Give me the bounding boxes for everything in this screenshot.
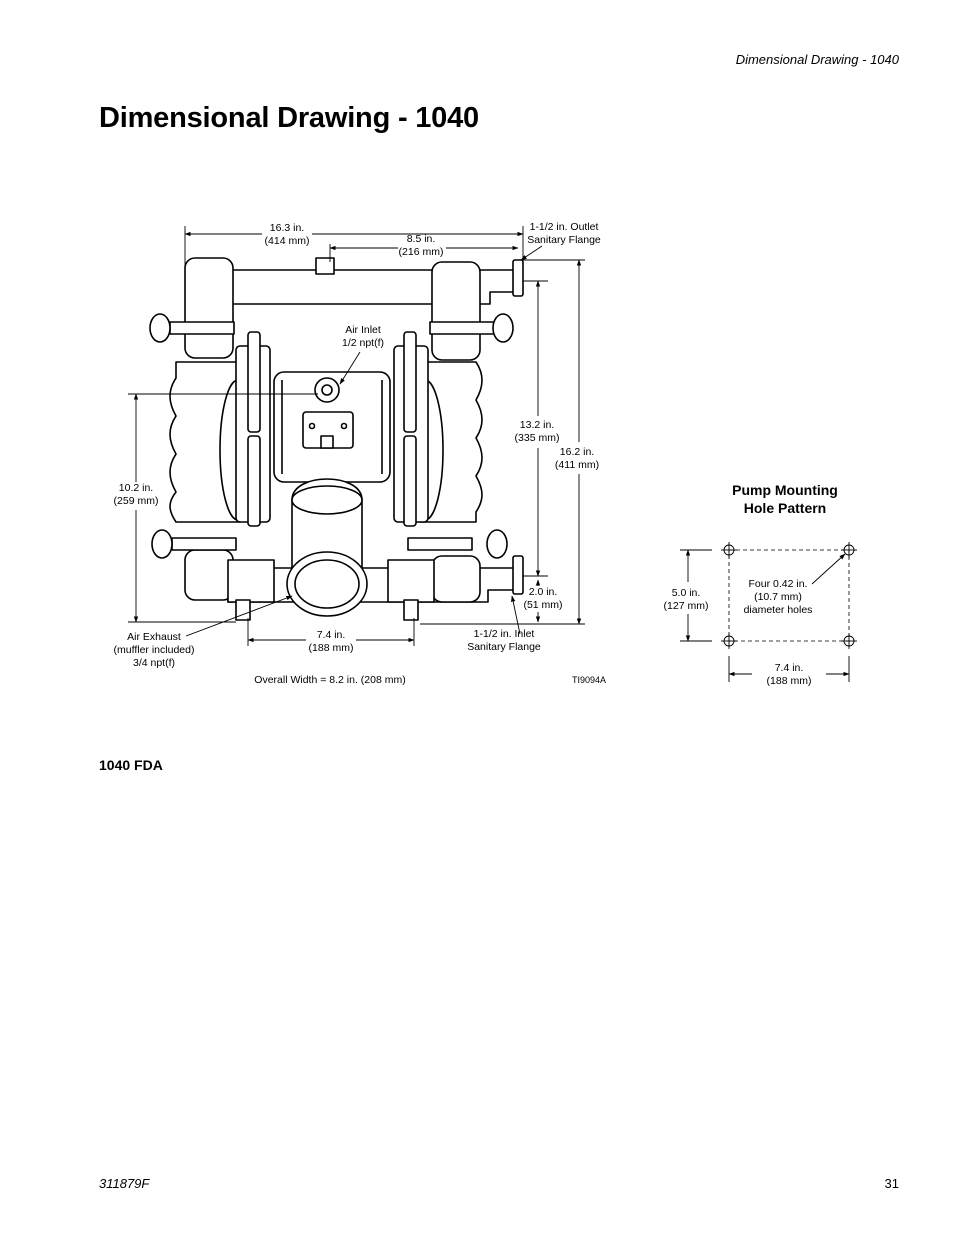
footer-doc-number: 311879F (99, 1176, 150, 1191)
outlet-flange (512, 259, 524, 297)
mounting-hole-pattern (680, 542, 857, 682)
mounting-holes (721, 542, 857, 649)
mounting-holes-label: Four 0.42 in.(10.7 mm)diameter holes (743, 578, 813, 616)
left-top-elbow (184, 257, 234, 359)
left-top-clamp (169, 321, 235, 335)
right-clamp-bolt-bottom (403, 435, 417, 527)
right-clamp-bolt-top (403, 331, 417, 433)
right-foot-stud (403, 599, 419, 621)
dim-top-width: 16.3 in.(414 mm) (264, 222, 310, 247)
left-bottom-elbow (184, 549, 234, 601)
section-label: 1040 FDA (99, 757, 163, 773)
left-foot (227, 559, 275, 603)
inlet-flange (512, 555, 524, 595)
overall-width-label: Overall Width = 8.2 in. (208 mm) (254, 674, 406, 686)
dim-height-16: 16.2 in.(411 mm) (554, 446, 600, 471)
dimension-lines (128, 226, 585, 646)
left-bottom-clamp (171, 537, 237, 551)
right-bottom-elbow (431, 555, 481, 603)
dim-height-13: 13.2 in.(335 mm) (514, 419, 560, 444)
right-bottom-clamp (407, 537, 473, 551)
left-foot-stud (235, 599, 251, 621)
dim-inlet-height: 2.0 in.(51 mm) (523, 586, 563, 611)
dim-outlet-offset: 8.5 in.(216 mm) (398, 233, 444, 258)
page-title: Dimensional Drawing - 1040 (99, 102, 479, 134)
mounting-width-dim: 7.4 in.(188 mm) (766, 662, 812, 687)
footer-page-number: 31 (884, 1176, 899, 1191)
air-exhaust-label: Air Exhaust(muffler included)3/4 npt(f) (113, 631, 195, 669)
mounting-pattern-title: Pump Mounting Hole Pattern (732, 482, 838, 516)
right-top-elbow (431, 261, 481, 361)
running-header: Dimensional Drawing - 1040 (735, 52, 899, 67)
dim-height-10: 10.2 in.(259 mm) (113, 482, 159, 507)
pump-body (149, 257, 524, 621)
left-clamp-bolt-bottom (247, 435, 261, 527)
mounting-height-dim: 5.0 in.(127 mm) (663, 587, 709, 612)
manifold-boss (315, 257, 335, 275)
right-foot (387, 559, 435, 603)
left-clamp-bolt-top (247, 331, 261, 433)
right-top-clamp (429, 321, 495, 335)
figure-id: TI9094A (571, 675, 607, 685)
dim-base-width: 7.4 in.(188 mm) (308, 629, 354, 654)
